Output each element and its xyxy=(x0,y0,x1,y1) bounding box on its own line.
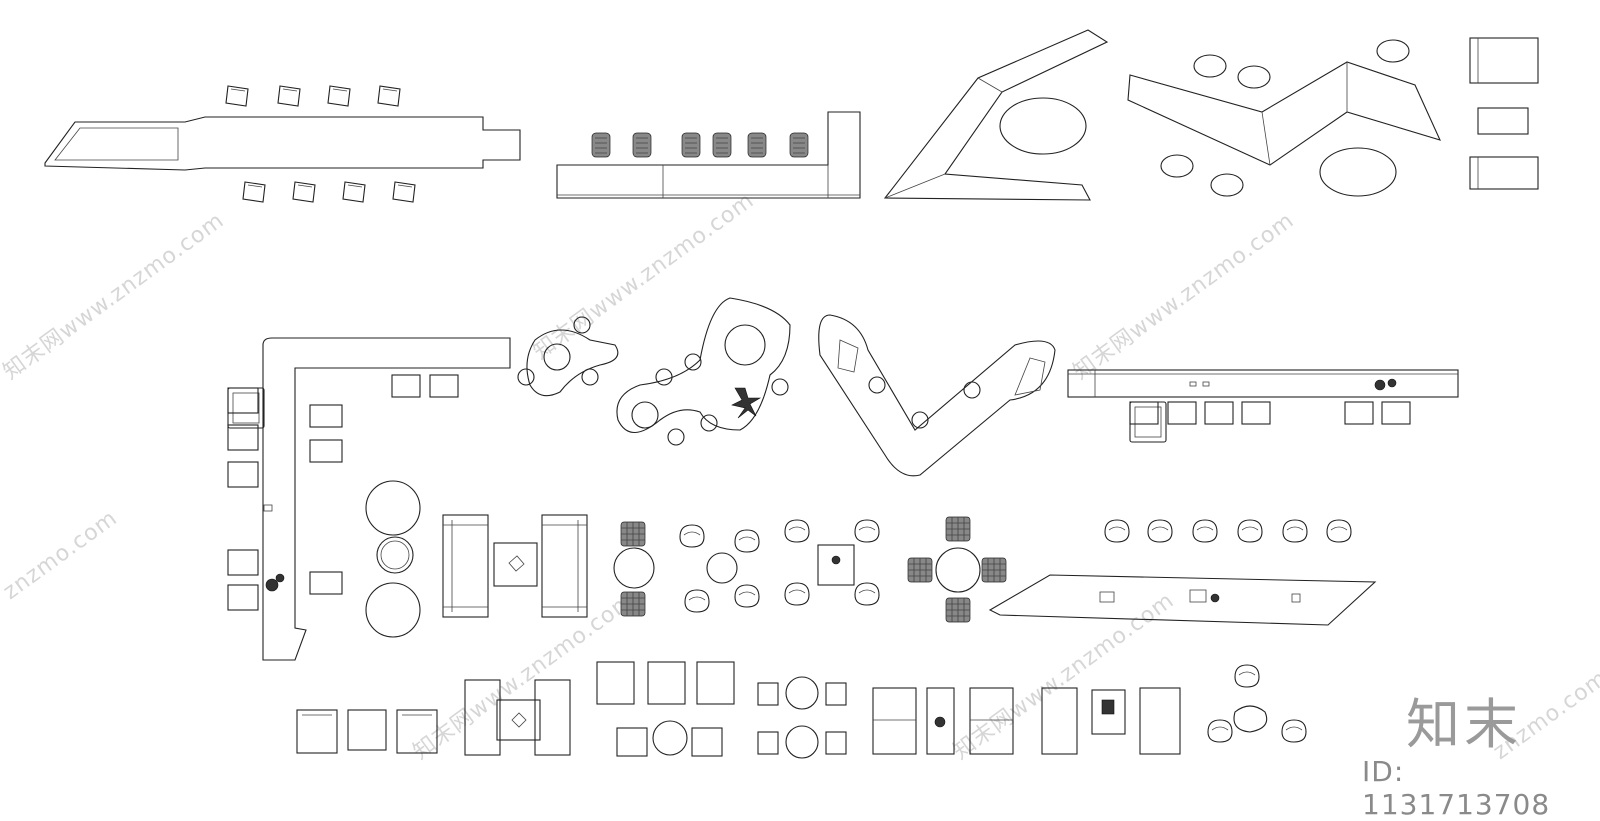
watermark-text: znzmo.com xyxy=(0,506,122,605)
straight-bar-right xyxy=(1067,369,1459,443)
l-bar-counter xyxy=(556,111,861,199)
pod-trio-lounge xyxy=(1207,664,1307,743)
watermark-text: 知末网www.znzmo.com xyxy=(0,208,229,385)
lounge-chairs-square-table xyxy=(784,519,880,606)
dining-set-round-four xyxy=(907,516,1007,623)
image-id-label: ID: 1131713708 xyxy=(1362,755,1551,821)
sofa-set xyxy=(442,514,588,618)
boomerang-counter xyxy=(818,314,1056,477)
angular-counter xyxy=(883,29,1109,201)
cabinet-units xyxy=(1041,687,1181,755)
corner-sofa-set xyxy=(464,679,571,756)
dining-set-tulip xyxy=(679,524,760,613)
bar-counter-long xyxy=(44,85,521,203)
armchair-pair-1 xyxy=(296,709,438,754)
organic-counter-small xyxy=(517,316,619,397)
watermark-text: 知末网www.znzmo.com xyxy=(949,588,1179,765)
watermark-layer: 知末网www.znzmo.com 知末网www.znzmo.com 知末网www… xyxy=(0,188,1600,765)
curved-bar-counter xyxy=(988,519,1377,626)
large-l-counter xyxy=(227,337,511,661)
dining-set-woven xyxy=(613,521,655,617)
watermark-text: 知末网www.znzmo.com xyxy=(529,188,759,365)
organic-counter-large xyxy=(616,297,791,446)
round-table-cluster xyxy=(365,480,421,638)
zigzag-counter xyxy=(1127,39,1442,197)
armchair-trio xyxy=(596,661,735,757)
watermark-text: 知末网www.znzmo.com xyxy=(1069,208,1299,385)
bed-sofa-units xyxy=(872,687,1014,755)
bistro-sets xyxy=(757,676,847,759)
brand-logo: 知末 xyxy=(1406,693,1522,756)
side-units-column xyxy=(1469,37,1539,190)
